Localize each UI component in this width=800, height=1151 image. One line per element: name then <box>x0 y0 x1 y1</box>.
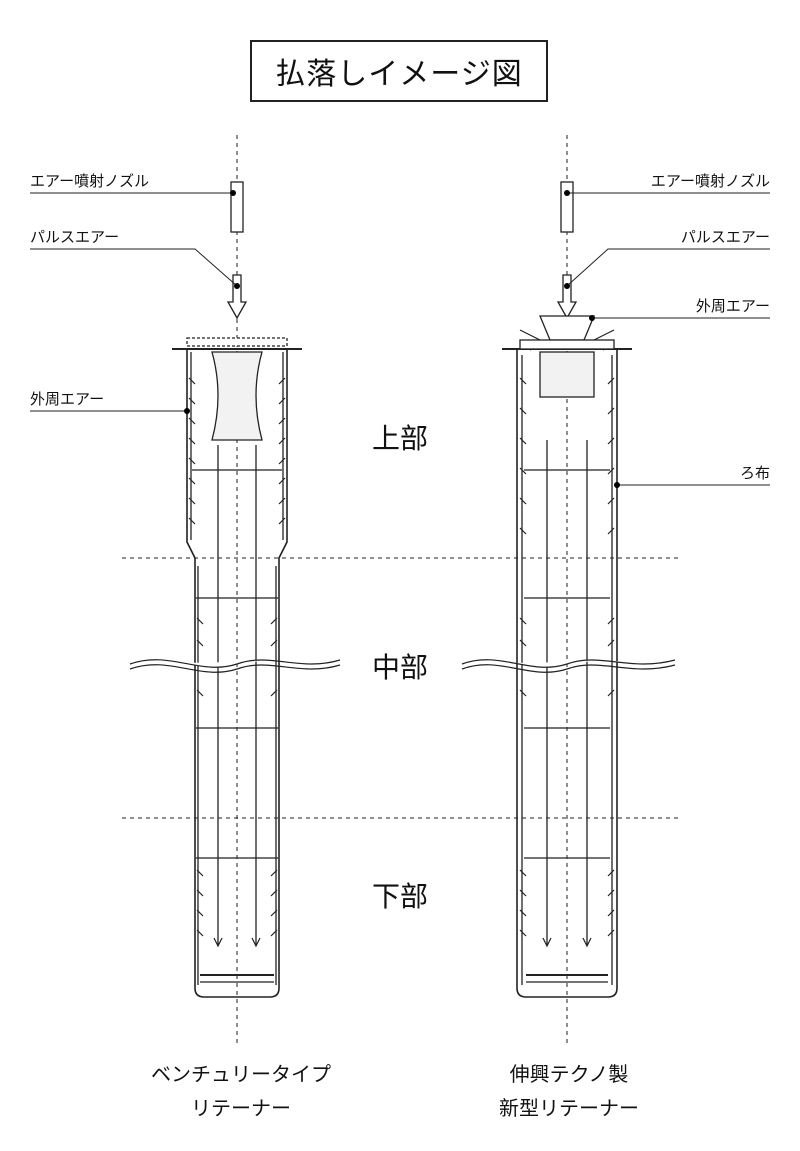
left-outer-air-label: 外周エアー <box>30 390 104 408</box>
right-cloth-label: ろ布 <box>740 464 770 482</box>
section-middle: 中部 <box>372 651 428 684</box>
left-bag-outline <box>186 349 288 998</box>
section-upper: 上部 <box>372 422 428 455</box>
left-caption-line2: リテーナー <box>191 1096 291 1120</box>
right-nozzle-label: エアー噴射ノズル <box>651 172 770 190</box>
right-caption-line2: 新型リテーナー <box>499 1096 639 1120</box>
right-pulse-arrow <box>556 274 578 320</box>
left-pulse-label: パルスエアー <box>30 228 119 246</box>
left-caption-line1: ベンチュリータイプ <box>151 1062 331 1086</box>
right-pulse-label: パルスエアー <box>681 228 770 246</box>
right-retainer <box>461 135 676 1045</box>
right-outer-air-label: 外周エアー <box>696 297 770 315</box>
right-caption-line1: 伸興テクノ製 <box>509 1062 629 1086</box>
right-nozzle-shape <box>560 181 574 233</box>
section-lower: 下部 <box>372 880 428 913</box>
left-caption: ベンチュリータイプ リテーナー <box>101 1057 381 1125</box>
left-venturi <box>211 351 263 441</box>
right-caption: 伸興テクノ製 新型リテーナー <box>429 1057 709 1125</box>
right-head <box>539 351 595 398</box>
left-pulse-arrow <box>226 274 248 320</box>
left-nozzle-shape <box>230 181 244 233</box>
right-bag-outline <box>516 349 618 998</box>
left-retainer <box>129 135 341 1045</box>
diagram-title: 払落しイメージ図 <box>250 40 548 102</box>
left-nozzle-label: エアー噴射ノズル <box>30 172 149 190</box>
